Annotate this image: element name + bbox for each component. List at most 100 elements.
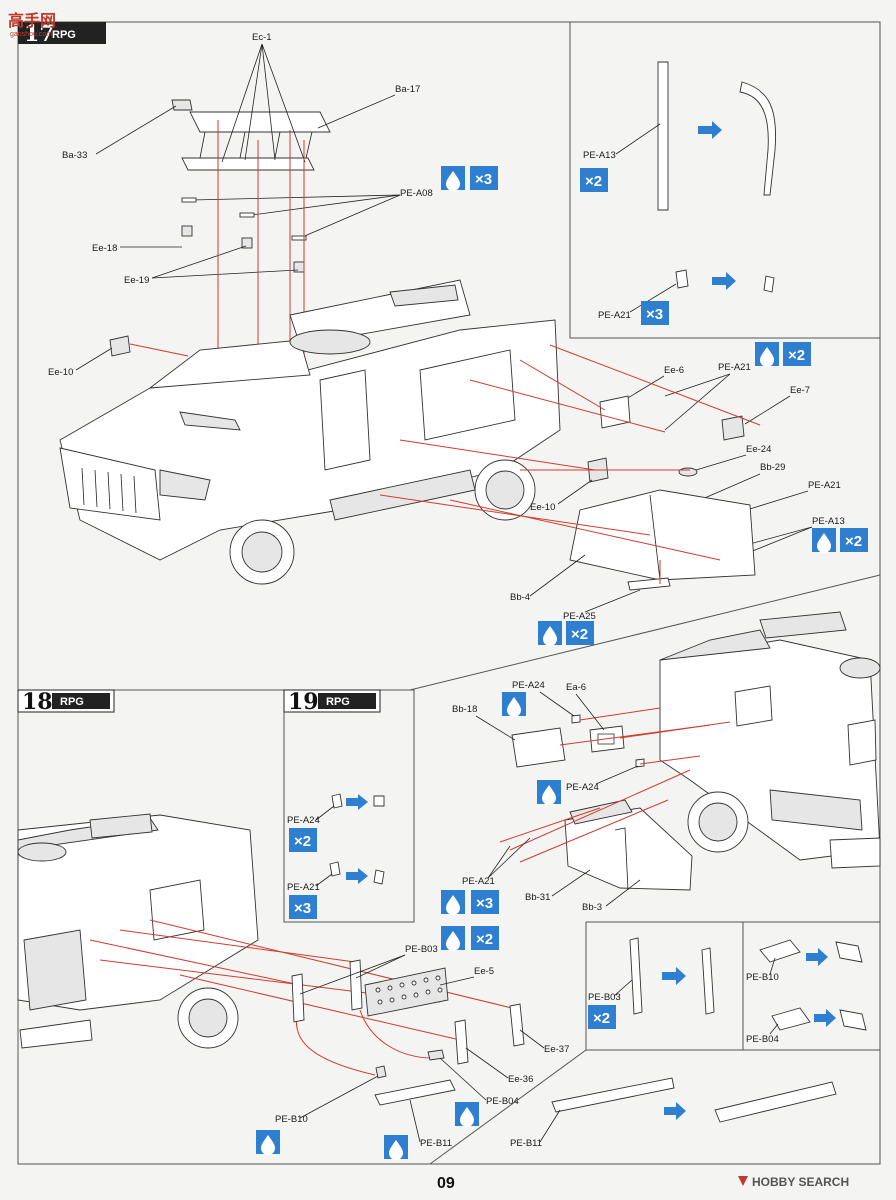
front-grille: [81, 467, 137, 514]
label-ba-33: Ba-33: [62, 150, 87, 161]
label-pe-b03: PE-B03: [405, 944, 438, 955]
label-ee-24: Ee-24: [746, 444, 771, 455]
blue-arrow-icon: [346, 868, 368, 884]
label-bb-31: Bb-31: [525, 892, 550, 903]
glue-drop-icon: [460, 1107, 474, 1127]
label-ec-1: Ec-1: [252, 32, 272, 43]
label-pe-b11: PE-B11: [420, 1138, 452, 1149]
label-bb-18: Bb-18: [452, 704, 477, 715]
inset-pe-b03: PE-B03 ×2: [588, 937, 715, 1029]
svg-text:×2: ×2: [571, 626, 588, 643]
label-ba-17: Ba-17: [395, 84, 420, 95]
parts-step-18: [291, 959, 525, 1106]
glue-drop-icon: [446, 171, 460, 191]
label-s19-main-pe-a24-bottom: PE-A24: [566, 782, 599, 793]
svg-text:×3: ×3: [294, 900, 311, 917]
parts-step-19: [511, 714, 693, 891]
step-18: 18 RPG: [17, 689, 881, 1165]
glue-drop-a24-bottom: [537, 780, 561, 805]
blue-arrow-icon: [664, 1102, 686, 1120]
label-bb-3: Bb-3: [582, 902, 602, 913]
labels-step-19: PE-A24 Ea-6 Bb-18 PE-A24 PE-A21 Bb-31 Bb…: [452, 680, 641, 913]
glue-drop-b04: [455, 1102, 479, 1127]
svg-text:×2: ×2: [476, 931, 493, 948]
glue-drop-icon: [817, 533, 831, 553]
glue-drop-icon: [543, 626, 557, 646]
roof-rack-assembly: [171, 99, 331, 171]
badge-x3-b: [641, 301, 669, 325]
blue-arrow-icon: [806, 948, 828, 966]
glue-drop-icon: [446, 931, 460, 951]
glue-badge-x2-a: ×2: [755, 342, 811, 367]
step-19-header: 19 RPG: [283, 689, 381, 715]
page-border: [17, 21, 881, 1165]
inset-pe-a13: PE-A13 ×2: [580, 61, 777, 211]
s19-inset-pe-a21: PE-A21 ×3: [287, 861, 385, 919]
step-19-number: 19: [288, 689, 319, 715]
label-ee-19: Ee-19: [124, 275, 149, 286]
glue-drop-b11: [384, 1135, 408, 1160]
glue-badge-x3-d: ×3: [441, 890, 499, 915]
red-lines-right: [379, 344, 761, 584]
blue-arrow-icon: [814, 1009, 836, 1027]
label-pe-a08: PE-A08: [400, 188, 433, 199]
label-s19-pe-a24: PE-A24: [287, 815, 320, 826]
label-ee-37: Ee-37: [544, 1044, 569, 1055]
label-ee-5: Ee-5: [474, 966, 494, 977]
vehicle-step-18: [17, 813, 259, 1049]
glue-drop-icon: [446, 895, 460, 915]
label-inset-pe-b04: PE-B04: [746, 1034, 779, 1045]
label-ee-10-left: Ee-10: [48, 367, 73, 378]
watermark-bottom: HOBBY SEARCH: [738, 1175, 849, 1189]
step-17: 17 RPG Ec-1 Ba-17 Ba-33 PE-A08: [18, 21, 881, 646]
right-parts-step-17: Ee-6 PE-A21 Ee-7 Ee-24 Bb-29 PE-A21 PE-A…: [510, 362, 845, 622]
label-ee-7: Ee-7: [790, 385, 810, 396]
label-bb-29: Bb-29: [760, 462, 785, 473]
blue-arrow-icon: [346, 794, 368, 810]
red-lines-step-19: [499, 707, 731, 863]
badge-x2-b: [580, 168, 608, 192]
inset-box-bottom-edge: [429, 1049, 880, 1165]
glue-badge-x3-a: ×3: [441, 166, 498, 191]
svg-text:×2: ×2: [585, 173, 602, 190]
svg-text:×3: ×3: [476, 895, 493, 912]
step-18-header: 18 RPG: [17, 689, 115, 715]
label-ee-10-mid: Ee-10: [530, 502, 555, 513]
svg-text:×2: ×2: [593, 1010, 610, 1027]
glue-badge-x2-e: ×2: [812, 528, 868, 553]
label-ee-18: Ee-18: [92, 243, 117, 254]
step-18-brand: RPG: [60, 696, 84, 708]
blue-arrow-icon: [662, 967, 686, 985]
ec-1-callout: Ec-1: [221, 32, 306, 163]
vehicle-step-17: [59, 279, 561, 585]
label-inset-pe-b11: PE-B11: [510, 1138, 542, 1149]
vehicle-step-19: [659, 611, 881, 869]
inset-pe-b04: PE-B04: [746, 1007, 867, 1045]
inset-pe-b10: PE-B10: [746, 939, 863, 983]
label-inset-pe-a13: PE-A13: [583, 150, 616, 161]
step-19: 19 RPG PE-A24 ×2 PE-A21 ×3: [283, 611, 881, 923]
blue-arrow-icon: [712, 272, 736, 290]
label-inset-pe-a21: PE-A21: [598, 310, 631, 321]
glue-drop-a24-top: [502, 692, 526, 717]
inset-pe-b11: PE-B11: [510, 1077, 837, 1149]
svg-text:高手网: 高手网: [8, 11, 56, 30]
watermark-top: 高手网 gaoshou.com: [8, 11, 56, 38]
badge-x2-f: [588, 1005, 616, 1029]
glue-drop-icon: [261, 1135, 275, 1155]
glue-badge-x2-d: ×2: [538, 621, 594, 646]
label-s19-main-pe-a24-top: PE-A24: [512, 680, 545, 691]
glue-drop-icon: [542, 785, 556, 805]
label-bb-4: Bb-4: [510, 592, 530, 603]
label-pe-a13-right: PE-A13: [812, 516, 845, 527]
svg-text:×3: ×3: [646, 306, 663, 323]
glue-drop-icon: [507, 697, 521, 717]
svg-text:×2: ×2: [845, 533, 862, 550]
svg-text:×2: ×2: [788, 347, 805, 364]
ee-5-holes: [375, 975, 443, 1005]
label-ea-6: Ea-6: [566, 682, 586, 693]
inset-box-top: [569, 21, 881, 339]
svg-text:×2: ×2: [294, 833, 311, 850]
step-17-brand: RPG: [52, 29, 76, 41]
glue-drop-b10: [256, 1130, 280, 1155]
